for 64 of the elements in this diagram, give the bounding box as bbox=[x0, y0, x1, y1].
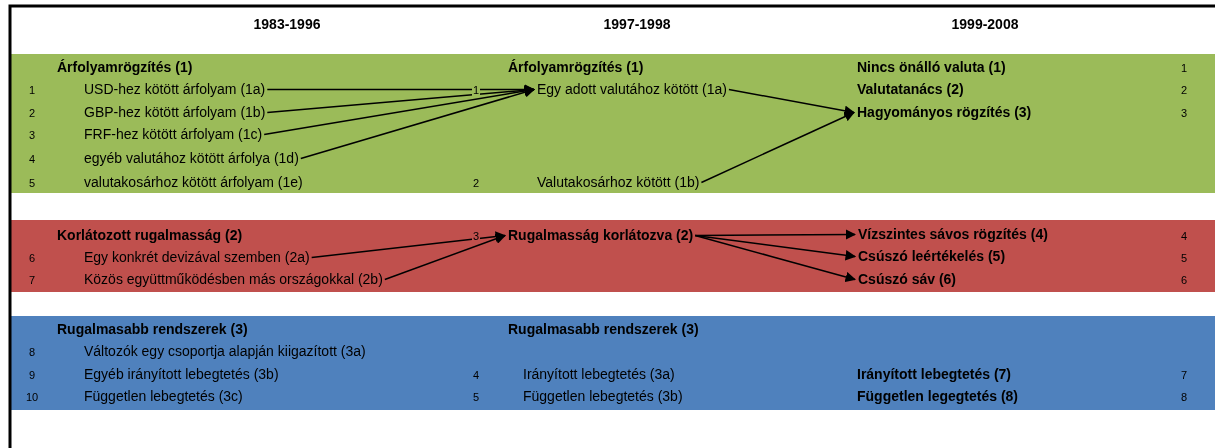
category-band bbox=[10, 54, 1215, 193]
arrow bbox=[266, 85, 536, 114]
regime-label: valutakosárhoz kötött árfolyam (1e) bbox=[84, 174, 303, 191]
category-heading: Árfolyamrögzítés (1) bbox=[57, 59, 193, 76]
row-number: 2 bbox=[472, 176, 481, 190]
regime-label: Változók egy csoportja alapján kiigazított (3a) bbox=[84, 343, 366, 360]
category-band bbox=[10, 316, 1215, 410]
row-number: 10 bbox=[25, 390, 40, 404]
arrow bbox=[728, 88, 856, 116]
row-number: 4 bbox=[472, 368, 481, 382]
row-number: 3 bbox=[28, 128, 37, 142]
row-number: 5 bbox=[472, 390, 481, 404]
row-number: 6 bbox=[1180, 273, 1189, 287]
arrow bbox=[300, 87, 535, 160]
regime-label: Egy konkrét devizával szemben (2a) bbox=[84, 249, 310, 266]
arrow bbox=[694, 234, 856, 283]
regime-label: Független lebegtetés (3c) bbox=[84, 388, 243, 405]
regime-label: Irányított lebegtetés (3a) bbox=[523, 366, 675, 383]
row-number: 8 bbox=[28, 345, 37, 359]
period-heading: 1999-2008 bbox=[950, 16, 1020, 33]
row-number: 7 bbox=[28, 273, 37, 287]
row-number: 1 bbox=[1180, 61, 1189, 75]
regime-label: Valutakosárhoz kötött (1b) bbox=[537, 174, 700, 191]
arrow bbox=[700, 111, 855, 184]
regime-label: Hagyományos rögzítés (3) bbox=[857, 104, 1032, 121]
regime-label: Egyéb irányított lebegtetés (3b) bbox=[84, 366, 279, 383]
row-number: 6 bbox=[28, 251, 37, 265]
regime-label: Valutatanács (2) bbox=[857, 81, 964, 98]
regime-label: FRF-hez kötött árfolyam (1c) bbox=[84, 126, 263, 143]
row-number: 4 bbox=[1180, 229, 1189, 243]
arrow bbox=[310, 231, 507, 259]
category-band bbox=[10, 220, 1215, 292]
row-number: 7 bbox=[1180, 368, 1189, 382]
regime-label: Csúszó leértékelés (5) bbox=[858, 248, 1006, 265]
regime-label: Csúszó sáv (6) bbox=[858, 271, 957, 288]
category-heading: Korlátozott rugalmasság (2) bbox=[57, 227, 243, 244]
category-heading: Rugalmasabb rendszerek (3) bbox=[57, 321, 248, 338]
row-number: 2 bbox=[1180, 83, 1189, 97]
row-number: 9 bbox=[28, 368, 37, 382]
regime-label: GBP-hez kötött árfolyam (1b) bbox=[84, 104, 266, 121]
category-heading: Rugalmasabb rendszerek (3) bbox=[508, 321, 699, 338]
row-number: 2 bbox=[28, 106, 37, 120]
arrow bbox=[384, 233, 506, 281]
row-number: 1 bbox=[28, 83, 37, 97]
row-number: 5 bbox=[28, 176, 37, 190]
category-heading: Árfolyamrögzítés (1) bbox=[508, 59, 644, 76]
row-number: 4 bbox=[28, 152, 37, 166]
regime-label: Vízszintes sávos rögzítés (4) bbox=[858, 226, 1048, 243]
row-number: 3 bbox=[1180, 106, 1189, 120]
period-heading: 1983-1996 bbox=[252, 16, 322, 33]
regime-label: Irányított lebegtetés (7) bbox=[857, 366, 1012, 383]
regime-label: Közös együttműködésben más országokkal (2b) bbox=[84, 271, 383, 288]
regime-label: Nincs önálló valuta (1) bbox=[857, 59, 1006, 76]
category-heading: Rugalmasság korlátozva (2) bbox=[508, 227, 694, 244]
row-number: 5 bbox=[1180, 251, 1189, 265]
row-number: 8 bbox=[1180, 390, 1189, 404]
regime-label: Egy adott valutához kötött (1a) bbox=[537, 81, 727, 98]
regime-label: Független lebegtetés (3b) bbox=[523, 388, 683, 405]
period-heading: 1997-1998 bbox=[602, 16, 672, 33]
regime-label: egyéb valutához kötött árfolya (1d) bbox=[84, 150, 299, 167]
row-number: 1 bbox=[472, 83, 481, 97]
row-number: 3 bbox=[472, 229, 481, 243]
regime-label: Független legegtetés (8) bbox=[857, 388, 1019, 405]
regime-label: USD-hez kötött árfolyam (1a) bbox=[84, 81, 266, 98]
